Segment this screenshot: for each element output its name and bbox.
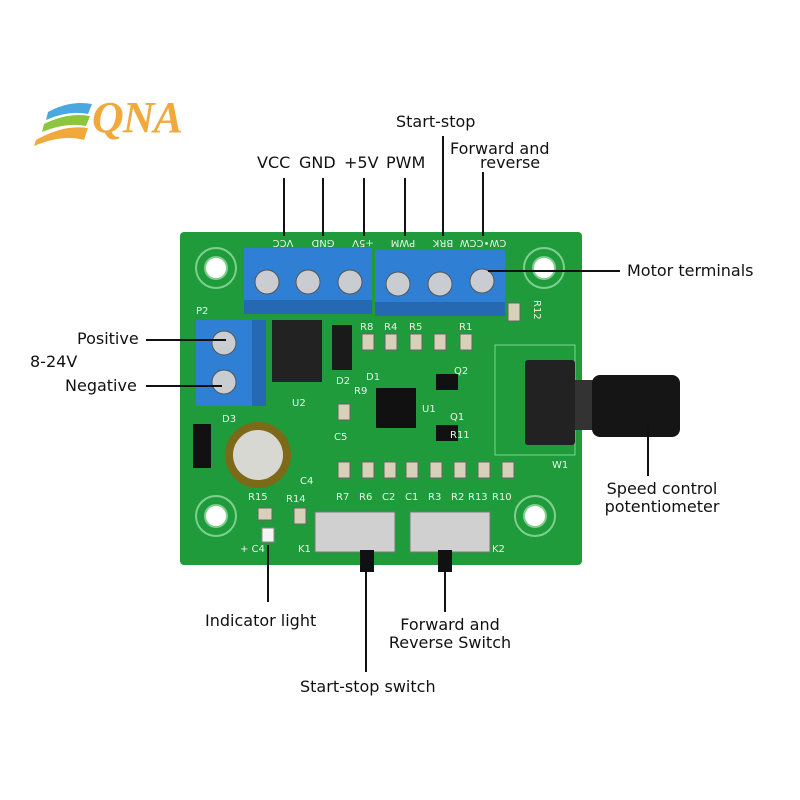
label-start-stop: Start-stop — [396, 112, 476, 131]
label-forward-reverse-line2: reverse — [480, 153, 541, 172]
silk-k2: K2 — [492, 544, 505, 555]
diode-d3 — [193, 424, 211, 468]
silk-r9: R9 — [354, 386, 367, 397]
component-silkscreen: R8 R4 R5 R1 R12 D1 D2 R9 Q2 Q1 R11 C5 D3… — [222, 300, 542, 505]
terminal-silkscreen: VCC GND +5V PWM BRK CW•CCW P2 + C4 K1 K2… — [196, 237, 568, 555]
potentiometer — [494, 344, 680, 456]
label-fr-switch: Forward and Reverse Switch — [380, 616, 520, 652]
motor-terminal-block — [375, 250, 505, 316]
silk-c4: + C4 — [240, 544, 265, 555]
label-start-stop-switch: Start-stop switch — [300, 677, 436, 696]
transistor-q1 — [436, 425, 458, 441]
label-fr-switch-line1: Forward and — [400, 615, 500, 634]
label-indicator-light: Indicator light — [205, 611, 317, 630]
silk-r10: R10 — [492, 492, 512, 503]
label-motor-terminals: Motor terminals — [627, 261, 754, 280]
silk-r8: R8 — [360, 322, 373, 333]
label-vcc: VCC — [257, 153, 291, 172]
silk-r1: R1 — [459, 322, 472, 333]
start-stop-switch — [314, 511, 396, 572]
silk-c4-cap: C4 — [300, 476, 313, 487]
silk-r5: R5 — [409, 322, 422, 333]
silk-c1: C1 — [405, 492, 418, 503]
silk-k1: K1 — [298, 544, 311, 555]
label-5v: +5V — [344, 153, 379, 172]
smd-resistors — [257, 302, 521, 525]
regulator-u2 — [272, 320, 322, 382]
silk-d2: D2 — [336, 376, 350, 387]
silk-r15: R15 — [248, 492, 268, 503]
label-gnd: GND — [299, 153, 336, 172]
silk-q2: Q2 — [454, 366, 468, 377]
silk-d3: D3 — [222, 414, 236, 425]
label-voltage: 8-24V — [30, 352, 78, 371]
label-speed-control-line1: Speed control — [606, 479, 718, 498]
silk-r12: R12 — [531, 300, 542, 320]
silk-brk: BRK — [432, 237, 453, 248]
silk-r4: R4 — [384, 322, 397, 333]
silk-q1: Q1 — [450, 412, 464, 423]
brand-logo: QNA — [92, 93, 183, 142]
silk-u1: U1 — [422, 404, 436, 415]
silk-r13: R13 — [468, 492, 488, 503]
callout-lines — [146, 136, 649, 672]
silk-c5: C5 — [334, 432, 347, 443]
silk-5v: +5V — [352, 237, 374, 248]
diode-d2 — [332, 325, 352, 370]
silk-pwm: PWM — [391, 237, 416, 248]
silk-gnd: GND — [311, 237, 334, 248]
label-forward-reverse-line1: Forward and — [450, 139, 550, 158]
silk-r2: R2 — [451, 492, 464, 503]
mounting-holes — [195, 247, 565, 537]
forward-reverse-switch — [409, 511, 491, 572]
silk-c2: C2 — [382, 492, 395, 503]
silk-p2: P2 — [196, 306, 208, 317]
capacitor — [225, 422, 291, 488]
label-fr-switch-line2: Reverse Switch — [388, 633, 512, 652]
label-pwm: PWM — [386, 153, 426, 172]
silk-vcc: VCC — [273, 237, 294, 248]
label-speed-control-line2: potentiometer — [604, 497, 720, 516]
silk-cwccw: CW•CCW — [460, 237, 507, 248]
silk-r6: R6 — [359, 492, 372, 503]
transistor-q2 — [436, 374, 458, 390]
silk-d1: D1 — [366, 372, 380, 383]
power-terminal-block — [196, 320, 266, 406]
indicator-led — [261, 527, 275, 543]
silk-u2: U2 — [292, 398, 306, 409]
label-speed-control: Speed control potentiometer — [596, 480, 728, 516]
label-positive: Positive — [77, 329, 139, 348]
silk-r14: R14 — [286, 494, 306, 505]
control-terminal-block — [244, 248, 372, 314]
silk-r3: R3 — [428, 492, 441, 503]
logo-mark — [34, 103, 92, 146]
silk-r7: R7 — [336, 492, 349, 503]
chip-u1 — [376, 388, 416, 428]
silk-r11: R11 — [450, 430, 470, 441]
label-negative: Negative — [65, 376, 137, 395]
silk-w1: W1 — [552, 460, 568, 471]
